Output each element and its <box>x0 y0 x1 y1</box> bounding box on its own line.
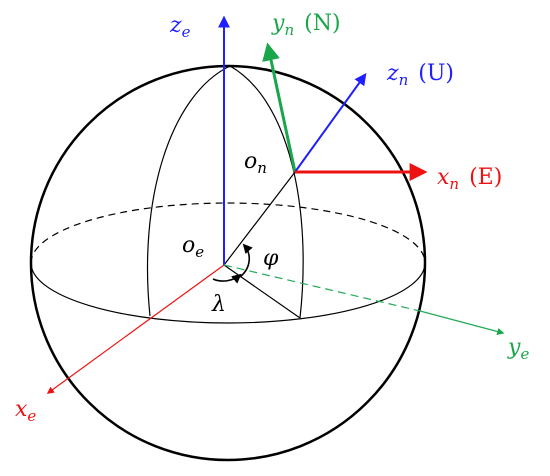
radius-line-on <box>223 171 296 266</box>
earth-sphere <box>29 64 427 462</box>
x-n-label: xn(E) <box>437 165 502 193</box>
y-e-axis <box>419 310 505 336</box>
z-n-axis <box>294 73 367 173</box>
latitude-arc <box>239 243 253 278</box>
z-n-label: zn(U) <box>386 61 454 89</box>
y-n-label: yn(N) <box>271 11 341 39</box>
local-meridian <box>229 65 304 319</box>
y-e-axis-hidden <box>223 264 421 312</box>
equator-back <box>30 202 426 264</box>
z-e-label: ze <box>169 13 191 41</box>
radius-line-equator <box>223 264 301 319</box>
y-n-axis <box>262 42 297 173</box>
o-n-label: on <box>244 149 267 177</box>
x-e-axis <box>46 264 225 394</box>
o-e-label: oe <box>182 233 204 261</box>
x-e-label: xe <box>15 397 36 425</box>
lambda-label: λ <box>211 292 226 317</box>
equator-front <box>30 262 426 324</box>
phi-label: φ <box>263 246 279 271</box>
y-e-label: ye <box>507 335 529 363</box>
prime-meridian <box>146 65 231 317</box>
longitude-arc <box>212 273 242 284</box>
